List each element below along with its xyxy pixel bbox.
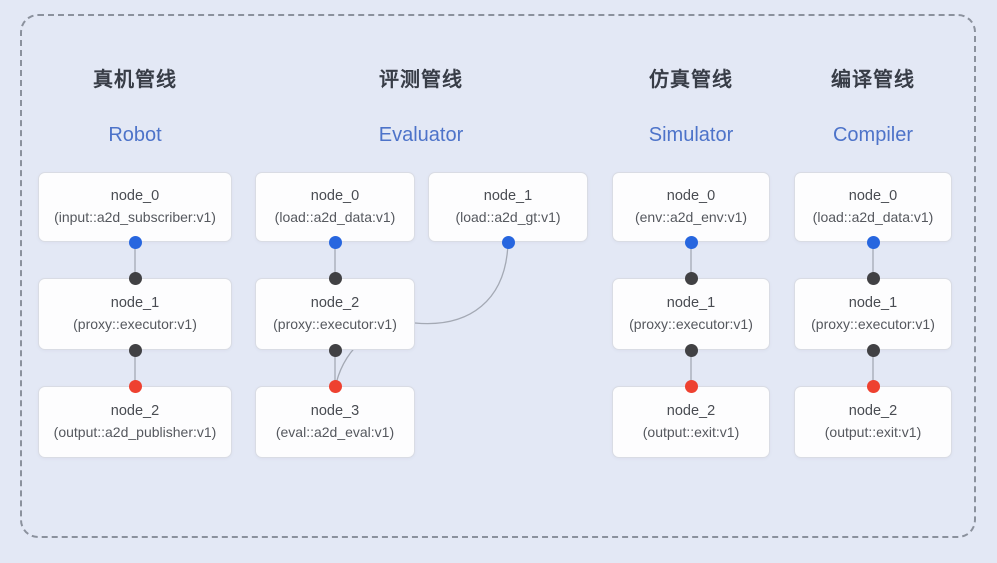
port-dot-blue-bottom [684,235,698,249]
pipeline-title-zh-robot: 真机管线 [93,69,177,91]
graph-node-evaluator-node_3: node_3(eval::a2d_eval:v1) [255,386,415,458]
node-name-label: node_0 [666,188,716,205]
graph-node-robot-node_0: node_0(input::a2d_subscriber:v1) [38,172,232,242]
port-dot-red-top [684,379,698,393]
port-dot-blue-bottom [866,235,880,249]
port-dot-dark-bottom [866,343,880,357]
graph-node-compiler-node_1: node_1(proxy::executor:v1) [794,278,952,350]
node-name-label: node_2 [848,403,898,420]
node-type-label: (env::a2d_env:v1) [634,208,748,225]
graph-node-robot-node_1: node_1(proxy::executor:v1) [38,278,232,350]
node-type-label: (load::a2d_gt:v1) [455,208,561,225]
port-dot-dark-bottom [328,343,342,357]
port-dot-red-top [328,379,342,393]
pipeline-title-en-evaluator: Evaluator [378,124,464,146]
pipeline-title-zh-simulator: 仿真管线 [649,69,733,91]
port-dot-dark-top [328,271,342,285]
graph-node-simulator-node_2: node_2(output::exit:v1) [612,386,770,458]
node-type-label: (eval::a2d_eval:v1) [275,423,395,440]
node-name-label: node_1 [110,295,160,312]
port-dot-dark-top [128,271,142,285]
port-dot-red-top [866,379,880,393]
graph-node-simulator-node_0: node_0(env::a2d_env:v1) [612,172,770,242]
node-type-label: (output::exit:v1) [824,423,922,440]
node-name-label: node_0 [110,188,160,205]
port-dot-blue-bottom [328,235,342,249]
pipeline-title-en-robot: Robot [108,124,162,146]
port-dot-dark-bottom [128,343,142,357]
graph-node-robot-node_2: node_2(output::a2d_publisher:v1) [38,386,232,458]
node-name-label: node_3 [310,403,360,420]
node-name-label: node_0 [310,188,360,205]
node-type-label: (proxy::executor:v1) [273,315,397,332]
node-name-label: node_2 [310,295,360,312]
port-dot-blue-bottom [501,235,515,249]
node-type-label: (proxy::executor:v1) [629,315,753,332]
node-type-label: (proxy::executor:v1) [811,315,935,332]
port-dot-dark-top [684,271,698,285]
node-type-label: (proxy::executor:v1) [73,315,197,332]
node-type-label: (output::exit:v1) [642,423,740,440]
node-name-label: node_0 [848,188,898,205]
graph-node-evaluator-node_0: node_0(load::a2d_data:v1) [255,172,415,242]
node-type-label: (input::a2d_subscriber:v1) [54,208,216,225]
node-type-label: (load::a2d_data:v1) [812,208,934,225]
port-dot-dark-bottom [684,343,698,357]
graph-node-compiler-node_2: node_2(output::exit:v1) [794,386,952,458]
edge-connector [335,242,509,385]
pipeline-title-en-simulator: Simulator [648,124,734,146]
graph-node-evaluator-node_2: node_2(proxy::executor:v1) [255,278,415,350]
pipeline-title-zh-evaluator: 评测管线 [379,69,463,91]
node-name-label: node_1 [483,188,533,205]
graph-node-compiler-node_0: node_0(load::a2d_data:v1) [794,172,952,242]
pipeline-title-en-compiler: Compiler [832,124,914,146]
node-name-label: node_1 [848,295,898,312]
pipeline-title-zh-compiler: 编译管线 [831,69,915,91]
node-type-label: (load::a2d_data:v1) [274,208,396,225]
node-type-label: (output::a2d_publisher:v1) [53,423,217,440]
graph-node-evaluator-node_1: node_1(load::a2d_gt:v1) [428,172,588,242]
node-name-label: node_2 [666,403,716,420]
port-dot-red-top [128,379,142,393]
port-dot-dark-top [866,271,880,285]
node-name-label: node_2 [110,403,160,420]
graph-node-simulator-node_1: node_1(proxy::executor:v1) [612,278,770,350]
node-name-label: node_1 [666,295,716,312]
port-dot-blue-bottom [128,235,142,249]
